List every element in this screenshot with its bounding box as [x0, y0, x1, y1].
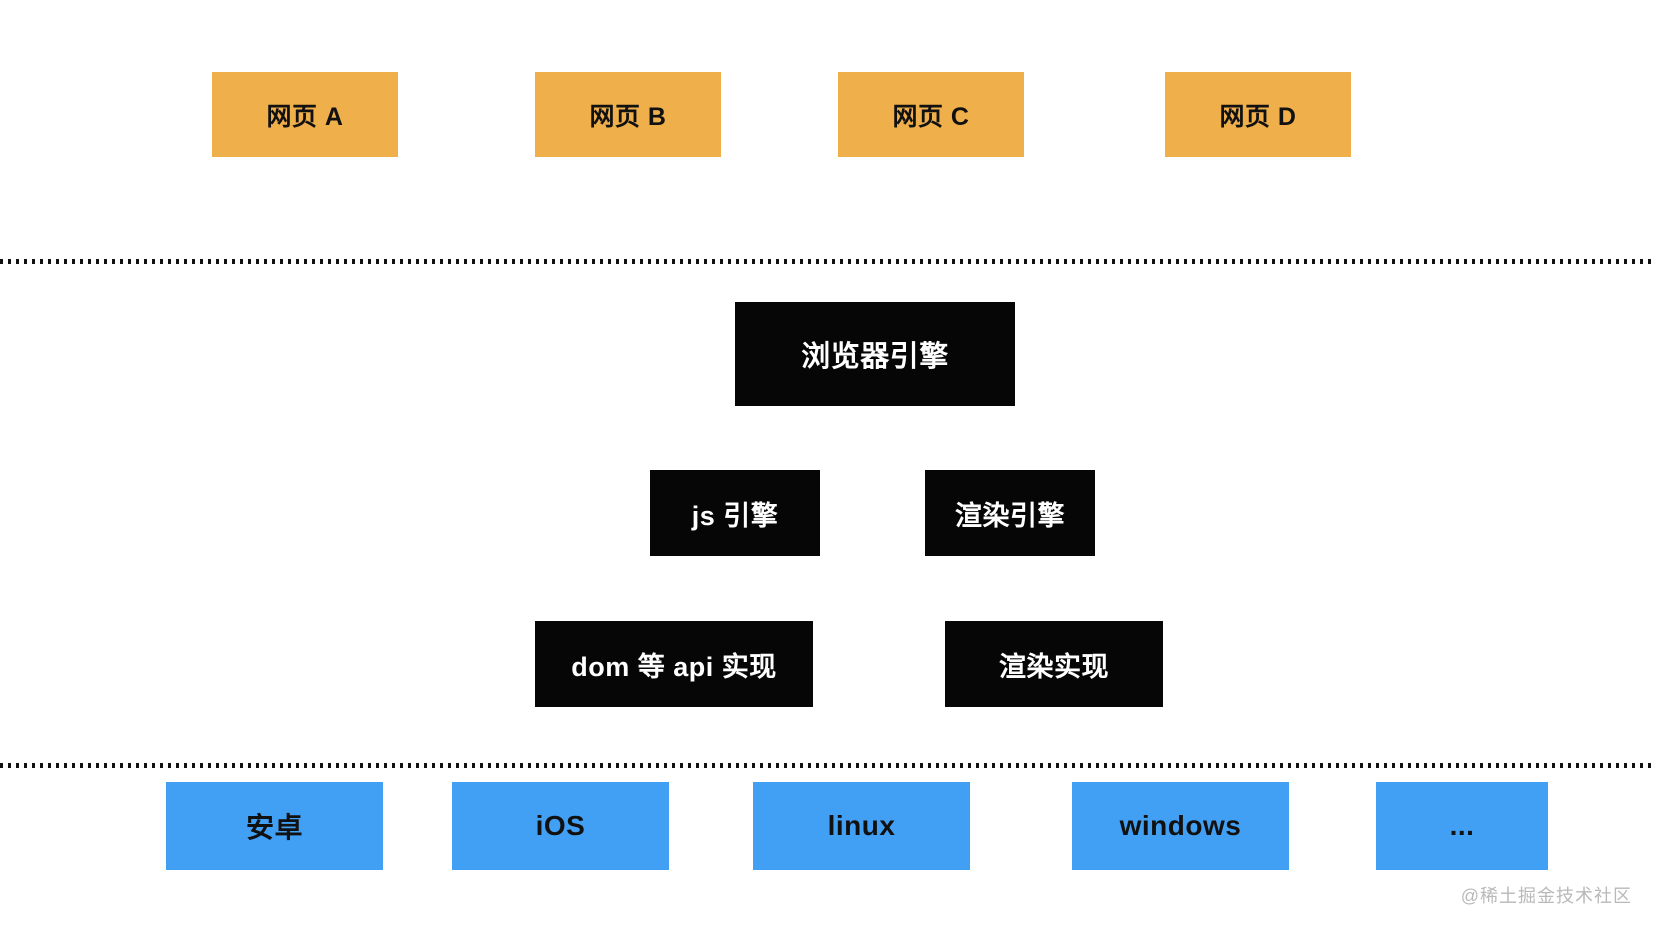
os-box-linux: linux — [753, 782, 970, 870]
os-box-windows: windows — [1072, 782, 1289, 870]
os-box-ios: iOS — [452, 782, 669, 870]
webpage-box-c: 网页 C — [838, 72, 1024, 157]
webpage-c-label: 网页 C — [892, 102, 970, 131]
os-box-others: ... — [1376, 782, 1548, 870]
lower-dotted-divider — [0, 763, 1656, 768]
dom-api-impl-label: dom 等 api 实现 — [571, 651, 777, 682]
webpage-b-label: 网页 B — [589, 102, 667, 131]
webpage-d-label: 网页 D — [1219, 102, 1297, 131]
webpage-a-label: 网页 A — [266, 102, 344, 131]
os-others-label: ... — [1449, 810, 1475, 841]
webpage-box-d: 网页 D — [1165, 72, 1351, 157]
render-impl-box: 渲染实现 — [945, 621, 1163, 707]
js-engine-box: js 引擎 — [650, 470, 820, 556]
render-engine-label: 渲染引擎 — [955, 500, 1065, 531]
browser-engine-label: 浏览器引擎 — [801, 341, 949, 373]
os-android-label: 安卓 — [245, 812, 303, 843]
browser-engine-box: 浏览器引擎 — [735, 302, 1015, 406]
os-ios-label: iOS — [535, 810, 586, 841]
os-linux-label: linux — [827, 810, 896, 841]
render-engine-box: 渲染引擎 — [925, 470, 1095, 556]
webpage-box-a: 网页 A — [212, 72, 398, 157]
watermark: @稀土掘金技术社区 — [1460, 886, 1632, 906]
webpage-box-b: 网页 B — [535, 72, 721, 157]
os-box-android: 安卓 — [166, 782, 383, 870]
upper-dotted-divider — [0, 259, 1656, 264]
dom-api-impl-box: dom 等 api 实现 — [535, 621, 813, 707]
js-engine-label: js 引擎 — [691, 500, 779, 531]
render-impl-label: 渲染实现 — [999, 651, 1109, 682]
os-windows-label: windows — [1119, 810, 1242, 841]
